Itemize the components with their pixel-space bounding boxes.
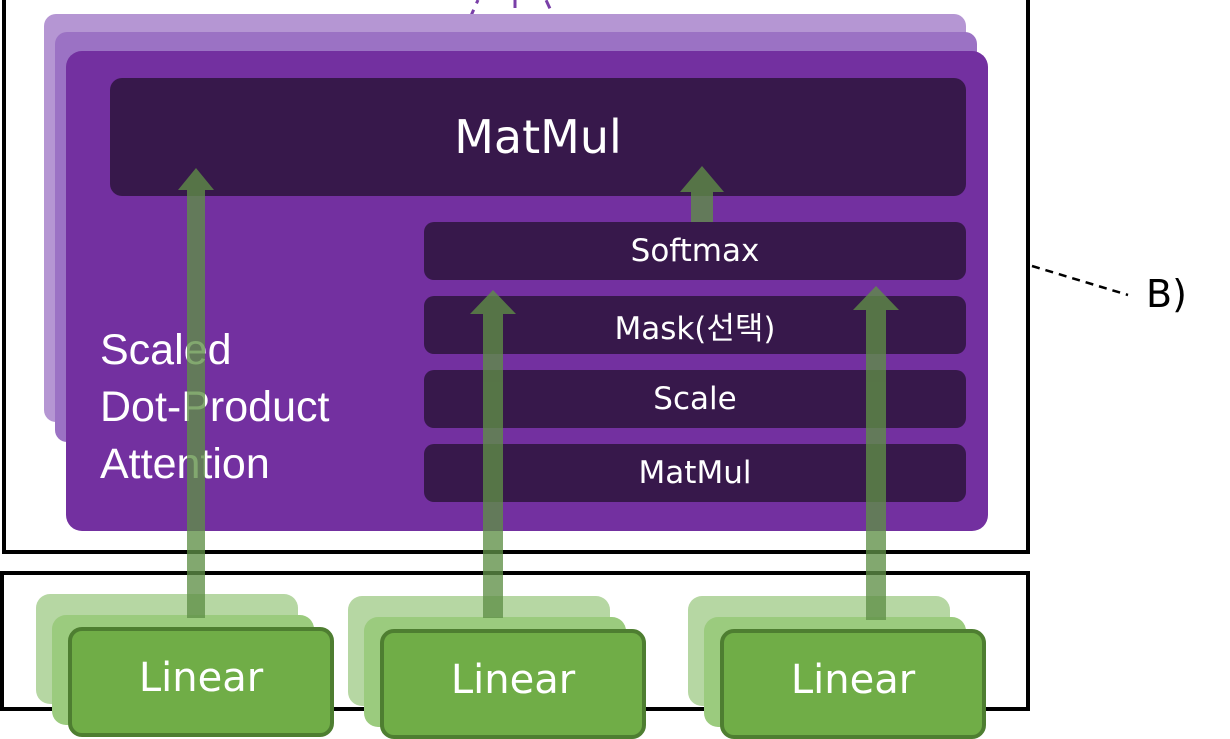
- scale-label: Scale: [653, 381, 737, 417]
- mask-label: Mask(선택): [614, 310, 776, 347]
- attention-block-label: Scaled Dot-Product Attention: [100, 322, 400, 493]
- callout-dashed-line: [1031, 264, 1129, 297]
- attention-block-label-line-2: Dot-Product: [100, 383, 330, 431]
- matmul-top-box: MatMul: [110, 78, 966, 196]
- attention-section-frame: [2, 0, 1030, 554]
- softmax-label: Softmax: [630, 233, 760, 269]
- section-b-marker: B): [1146, 272, 1187, 316]
- matmul-bottom-label: MatMul: [638, 455, 752, 491]
- softmax-box: Softmax: [424, 222, 966, 280]
- section-b-marker-text: B): [1146, 272, 1187, 316]
- attention-block-label-line-3: Attention: [100, 440, 270, 488]
- matmul-top-label: MatMul: [454, 110, 622, 164]
- attention-block-label-line-1: Scaled: [100, 326, 232, 374]
